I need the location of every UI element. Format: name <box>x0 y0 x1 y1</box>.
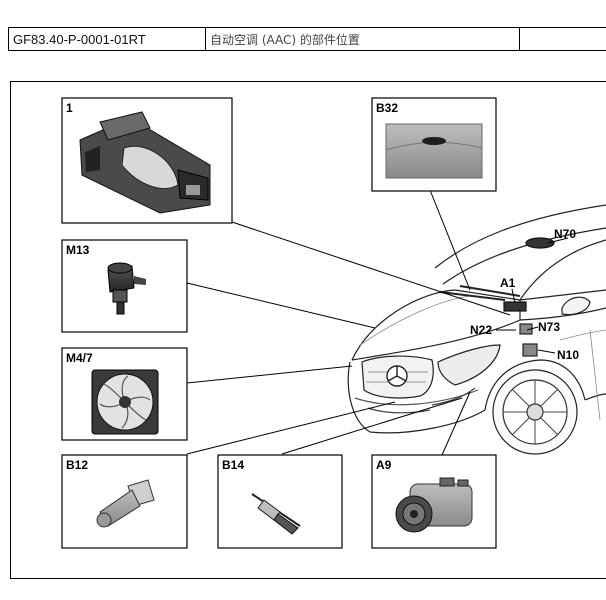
component-panel-b14: B14 <box>217 454 343 549</box>
component-panel-1: 1 <box>61 97 233 224</box>
component-panel-m13: M13 <box>61 239 188 333</box>
temperature-sensor-image <box>251 493 301 535</box>
callout-a1: A1 <box>500 276 516 290</box>
electric-fan-image <box>91 369 159 435</box>
sun-sensor-image <box>385 123 483 179</box>
diagram-frame <box>10 81 606 579</box>
circulation-pump-image <box>107 262 146 315</box>
document-title: 自动空调 (AAC) 的部件位置 <box>205 27 520 51</box>
component-label-m4-7: M4/7 <box>66 351 93 365</box>
callout-n73: N73 <box>538 320 560 334</box>
component-label-b12: B12 <box>66 458 88 472</box>
component-panel-b12: B12 <box>61 454 188 549</box>
callout-n10: N10 <box>557 348 579 362</box>
pressure-sensor-image <box>96 479 155 528</box>
vehicle-illustration <box>347 204 606 455</box>
document-header: GF83.40-P-0001-01RT 自动空调 (AAC) 的部件位置 <box>8 27 606 51</box>
callout-n22: N22 <box>470 323 492 337</box>
callout-n70: N70 <box>554 227 576 241</box>
component-panel-b32: B32 <box>371 97 497 192</box>
hvac-housing-image <box>79 111 211 214</box>
document-code: GF83.40-P-0001-01RT <box>8 27 206 51</box>
refrigerant-compressor-image <box>395 477 473 533</box>
component-label-b32: B32 <box>376 101 398 115</box>
component-label-1: 1 <box>66 101 73 115</box>
component-label-a9: A9 <box>376 458 392 472</box>
component-label-b14: B14 <box>222 458 244 472</box>
component-panel-a9: A9 <box>371 454 497 549</box>
component-panel-m4-7: M4/7 <box>61 347 188 441</box>
leader-lines <box>186 189 569 456</box>
component-label-m13: M13 <box>66 243 90 257</box>
